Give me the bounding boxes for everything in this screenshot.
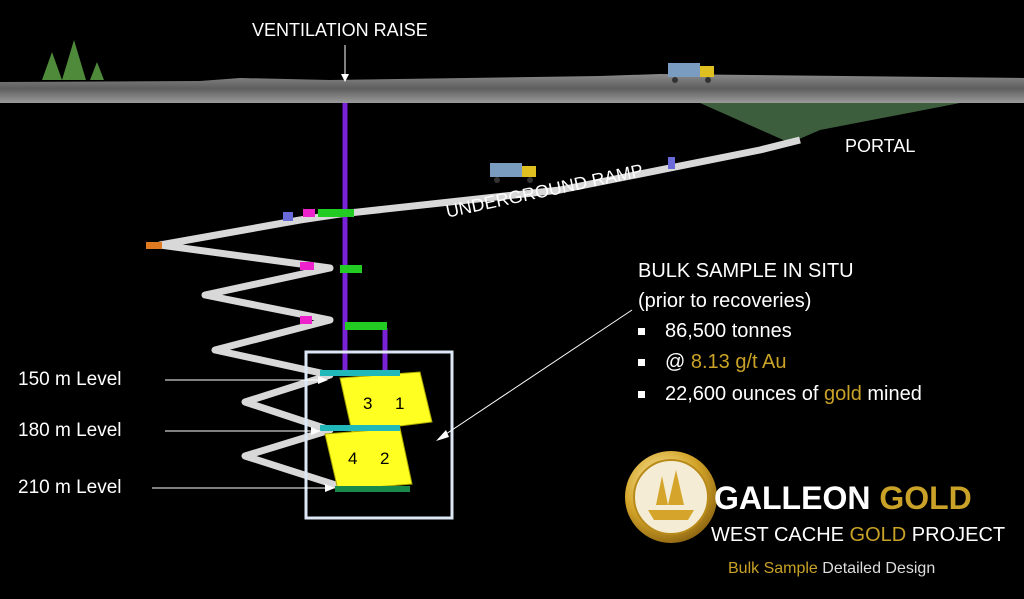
bulk-sample-box [304, 350, 454, 520]
level-180-label: 180 m Level [18, 420, 122, 441]
level-150-label: 150 m Level [18, 369, 122, 390]
portal-label: PORTAL [845, 136, 916, 156]
stope-number: 2 [380, 449, 390, 468]
grade-bullet: @ 8.13 g/t Au [638, 351, 787, 374]
galleon-ship-logo [625, 451, 717, 543]
bulk-sample-title: BULK SAMPLE IN SITU [638, 260, 854, 282]
ventilation-raise-label: VENTILATION RAISE [252, 20, 428, 40]
ground-surface [0, 74, 1024, 103]
design-tagline: Bulk Sample Detailed Design [728, 560, 936, 577]
brand-name: GALLEON GOLD [714, 480, 972, 516]
stope-3-1 [339, 371, 433, 433]
underground-ramp [156, 136, 801, 492]
trees-icon [42, 40, 104, 80]
haul-truck-ramp-icon [490, 163, 536, 183]
haul-truck-surface-icon [668, 63, 714, 83]
portal-cut [700, 103, 960, 143]
project-name: WEST CACHE GOLD PROJECT [711, 524, 1006, 546]
level-210-label: 210 m Level [18, 477, 122, 498]
stope-number: 3 [363, 394, 373, 413]
ounces-bullet: 22,600 ounces of gold mined [638, 383, 922, 406]
stope-number: 1 [395, 394, 405, 413]
stope-4-2 [324, 427, 413, 491]
bulk-sample-subtitle: (prior to recoveries) [638, 290, 812, 312]
tonnes-bullet: 86,500 tonnes [638, 320, 792, 343]
stope-number: 4 [348, 449, 358, 468]
